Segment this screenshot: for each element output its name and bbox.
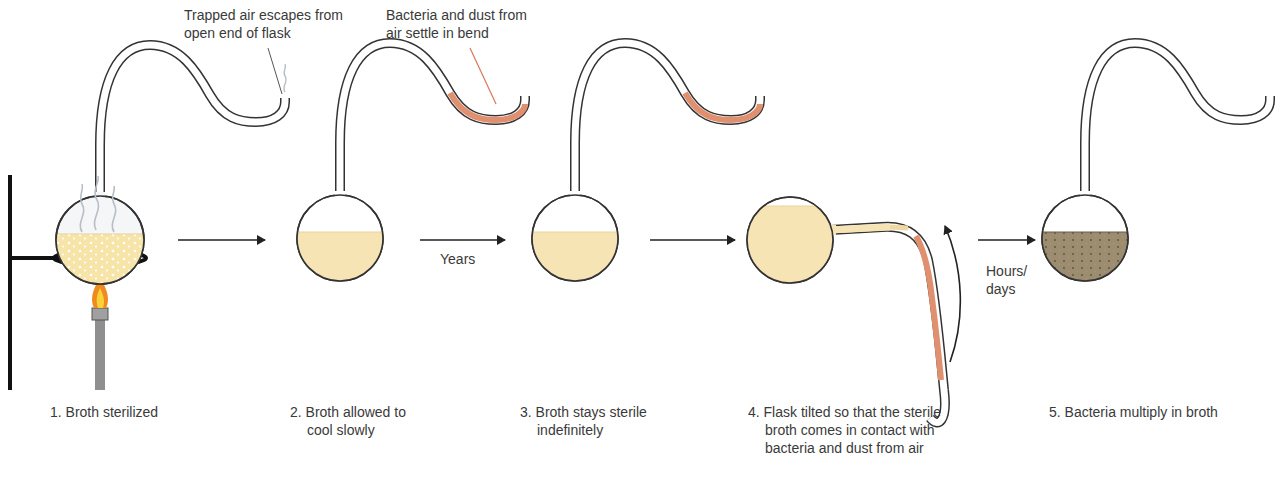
flask-part bbox=[747, 197, 833, 283]
flask-part bbox=[1085, 43, 1270, 198]
flask-part bbox=[40, 234, 160, 294]
flask-part bbox=[575, 43, 760, 198]
flask-part bbox=[1085, 43, 1270, 198]
steam bbox=[94, 176, 98, 230]
steam bbox=[112, 186, 115, 232]
flask-part bbox=[532, 195, 618, 281]
flask-part bbox=[340, 43, 525, 198]
time-label: Hours/ days bbox=[986, 262, 1038, 298]
flask-part bbox=[740, 206, 840, 207]
leader-line bbox=[268, 48, 282, 94]
flask-part bbox=[335, 191, 345, 201]
flask-part bbox=[830, 227, 945, 423]
steam bbox=[80, 184, 83, 232]
step-caption: 5. Bacteria multiply in broth bbox=[1049, 403, 1276, 421]
annotation-text: Bacteria and dust from air settle in ben… bbox=[386, 6, 546, 42]
broth bbox=[515, 232, 635, 292]
bunsen-burner bbox=[92, 278, 108, 390]
flask-part bbox=[1025, 232, 1145, 292]
ring-stand bbox=[8, 175, 146, 390]
broth bbox=[890, 227, 908, 228]
step-caption: 3. Broth stays sterile indefinitely bbox=[520, 403, 697, 439]
flask-part bbox=[280, 232, 400, 292]
broth bbox=[280, 232, 400, 292]
flask-part bbox=[56, 234, 144, 235]
flask-part bbox=[570, 191, 580, 201]
broth bbox=[830, 227, 890, 230]
flask-part bbox=[830, 227, 945, 423]
flask-part bbox=[56, 196, 144, 284]
leader-line bbox=[470, 48, 496, 104]
steam bbox=[284, 64, 286, 92]
broth bbox=[40, 234, 160, 294]
flask-part bbox=[100, 45, 285, 200]
dust-sediment bbox=[916, 236, 941, 380]
flask-part bbox=[100, 45, 285, 200]
flask-part bbox=[297, 195, 383, 281]
annotation-text: Trapped air escapes from open end of fla… bbox=[184, 6, 359, 42]
step-caption: 2. Broth allowed to cool slowly bbox=[290, 403, 429, 439]
flask-part bbox=[515, 232, 635, 292]
dust-sediment bbox=[450, 93, 525, 120]
flask-part bbox=[297, 232, 383, 233]
step-caption: 4. Flask tilted so that the sterile brot… bbox=[748, 403, 943, 457]
process-arrow bbox=[178, 239, 1035, 241]
dust-sediment bbox=[685, 93, 760, 120]
flask-part bbox=[340, 43, 525, 198]
flask-part bbox=[1080, 191, 1090, 201]
flask-part bbox=[575, 43, 760, 198]
step-caption: 1. Broth sterilized bbox=[50, 403, 257, 421]
flask-part bbox=[40, 234, 160, 294]
time-label: Years bbox=[440, 250, 500, 268]
flask-part bbox=[1025, 232, 1145, 292]
broth bbox=[1025, 232, 1145, 292]
tilt-arrow bbox=[945, 226, 960, 362]
flask-part bbox=[532, 232, 618, 233]
flask-part bbox=[1042, 195, 1128, 281]
flask-part bbox=[1042, 232, 1128, 233]
